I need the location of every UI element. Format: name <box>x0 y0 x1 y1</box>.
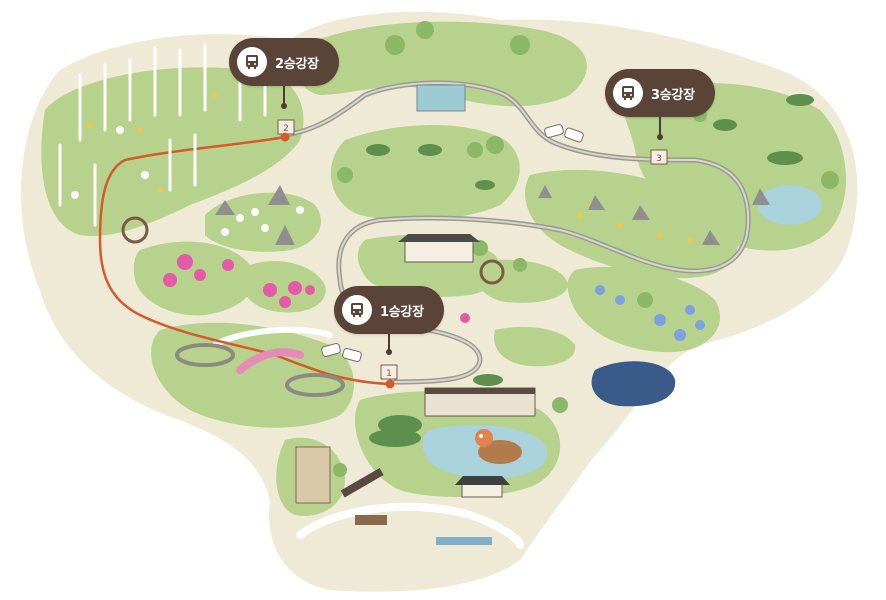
bus-icon <box>237 47 267 77</box>
south-building <box>295 446 331 504</box>
bus-icon <box>613 78 643 108</box>
waterwheel-center <box>479 259 505 285</box>
hanok-building <box>398 234 480 263</box>
yellow-flowers <box>87 92 693 243</box>
meadow-southwest <box>151 322 354 428</box>
tram-car-north <box>544 124 584 143</box>
pavilion <box>455 476 510 498</box>
meadow-pink <box>241 261 326 313</box>
stop-label-2: 2승강장 <box>275 56 319 72</box>
stop-label-3: 3승강장 <box>651 87 695 103</box>
meadow-rose <box>205 192 321 252</box>
svg-text:1: 1 <box>386 369 392 379</box>
meadow-azalea <box>133 241 255 316</box>
stop-sign-3: 3 <box>650 149 668 165</box>
trees <box>333 21 839 477</box>
walking-route <box>98 135 392 386</box>
stop-pin-3 <box>657 117 663 140</box>
waterwheel-west <box>121 216 149 244</box>
walking-trail <box>212 326 333 348</box>
boardwalk <box>340 468 384 498</box>
arch-bridge <box>236 348 304 374</box>
meadow-hanok <box>494 326 576 367</box>
meadow-rock-garden <box>524 169 739 279</box>
stone-wall-west <box>175 343 235 367</box>
visitor-center <box>424 387 536 417</box>
greenhouse <box>416 84 466 112</box>
stop-callout-2[interactable]: 2승강장 <box>229 38 339 86</box>
hydrangea-flowers <box>595 285 705 341</box>
bus-icon <box>342 295 372 325</box>
stone-wall-east <box>285 373 345 397</box>
stop-callout-1[interactable]: 1승강장 <box>334 286 444 334</box>
svg-text:2: 2 <box>283 124 289 134</box>
white-flowers <box>71 126 304 236</box>
rocks <box>215 185 770 245</box>
azalea-flowers <box>163 254 470 323</box>
pine-trees <box>366 94 814 447</box>
tram-car-south <box>321 343 362 362</box>
route-dot-1 <box>385 379 395 389</box>
pond-firefly <box>591 361 676 407</box>
pond-northeast <box>758 185 822 225</box>
shelter <box>436 537 492 545</box>
route-dot-2 <box>280 132 290 142</box>
stop-pin-2 <box>281 86 287 109</box>
svg-text:3: 3 <box>656 154 662 164</box>
mandarin-duck <box>475 429 522 464</box>
stop-label-1: 1승강장 <box>380 304 424 320</box>
stop-sign-2: 2 <box>277 119 295 135</box>
meadow-waterwheel <box>475 259 568 303</box>
stop-callout-3[interactable]: 3승강장 <box>605 69 715 117</box>
bench <box>355 515 387 525</box>
stop-sign-1: 1 <box>380 364 398 380</box>
walking-trail-south <box>296 502 524 549</box>
stop-pin-1 <box>386 334 392 355</box>
